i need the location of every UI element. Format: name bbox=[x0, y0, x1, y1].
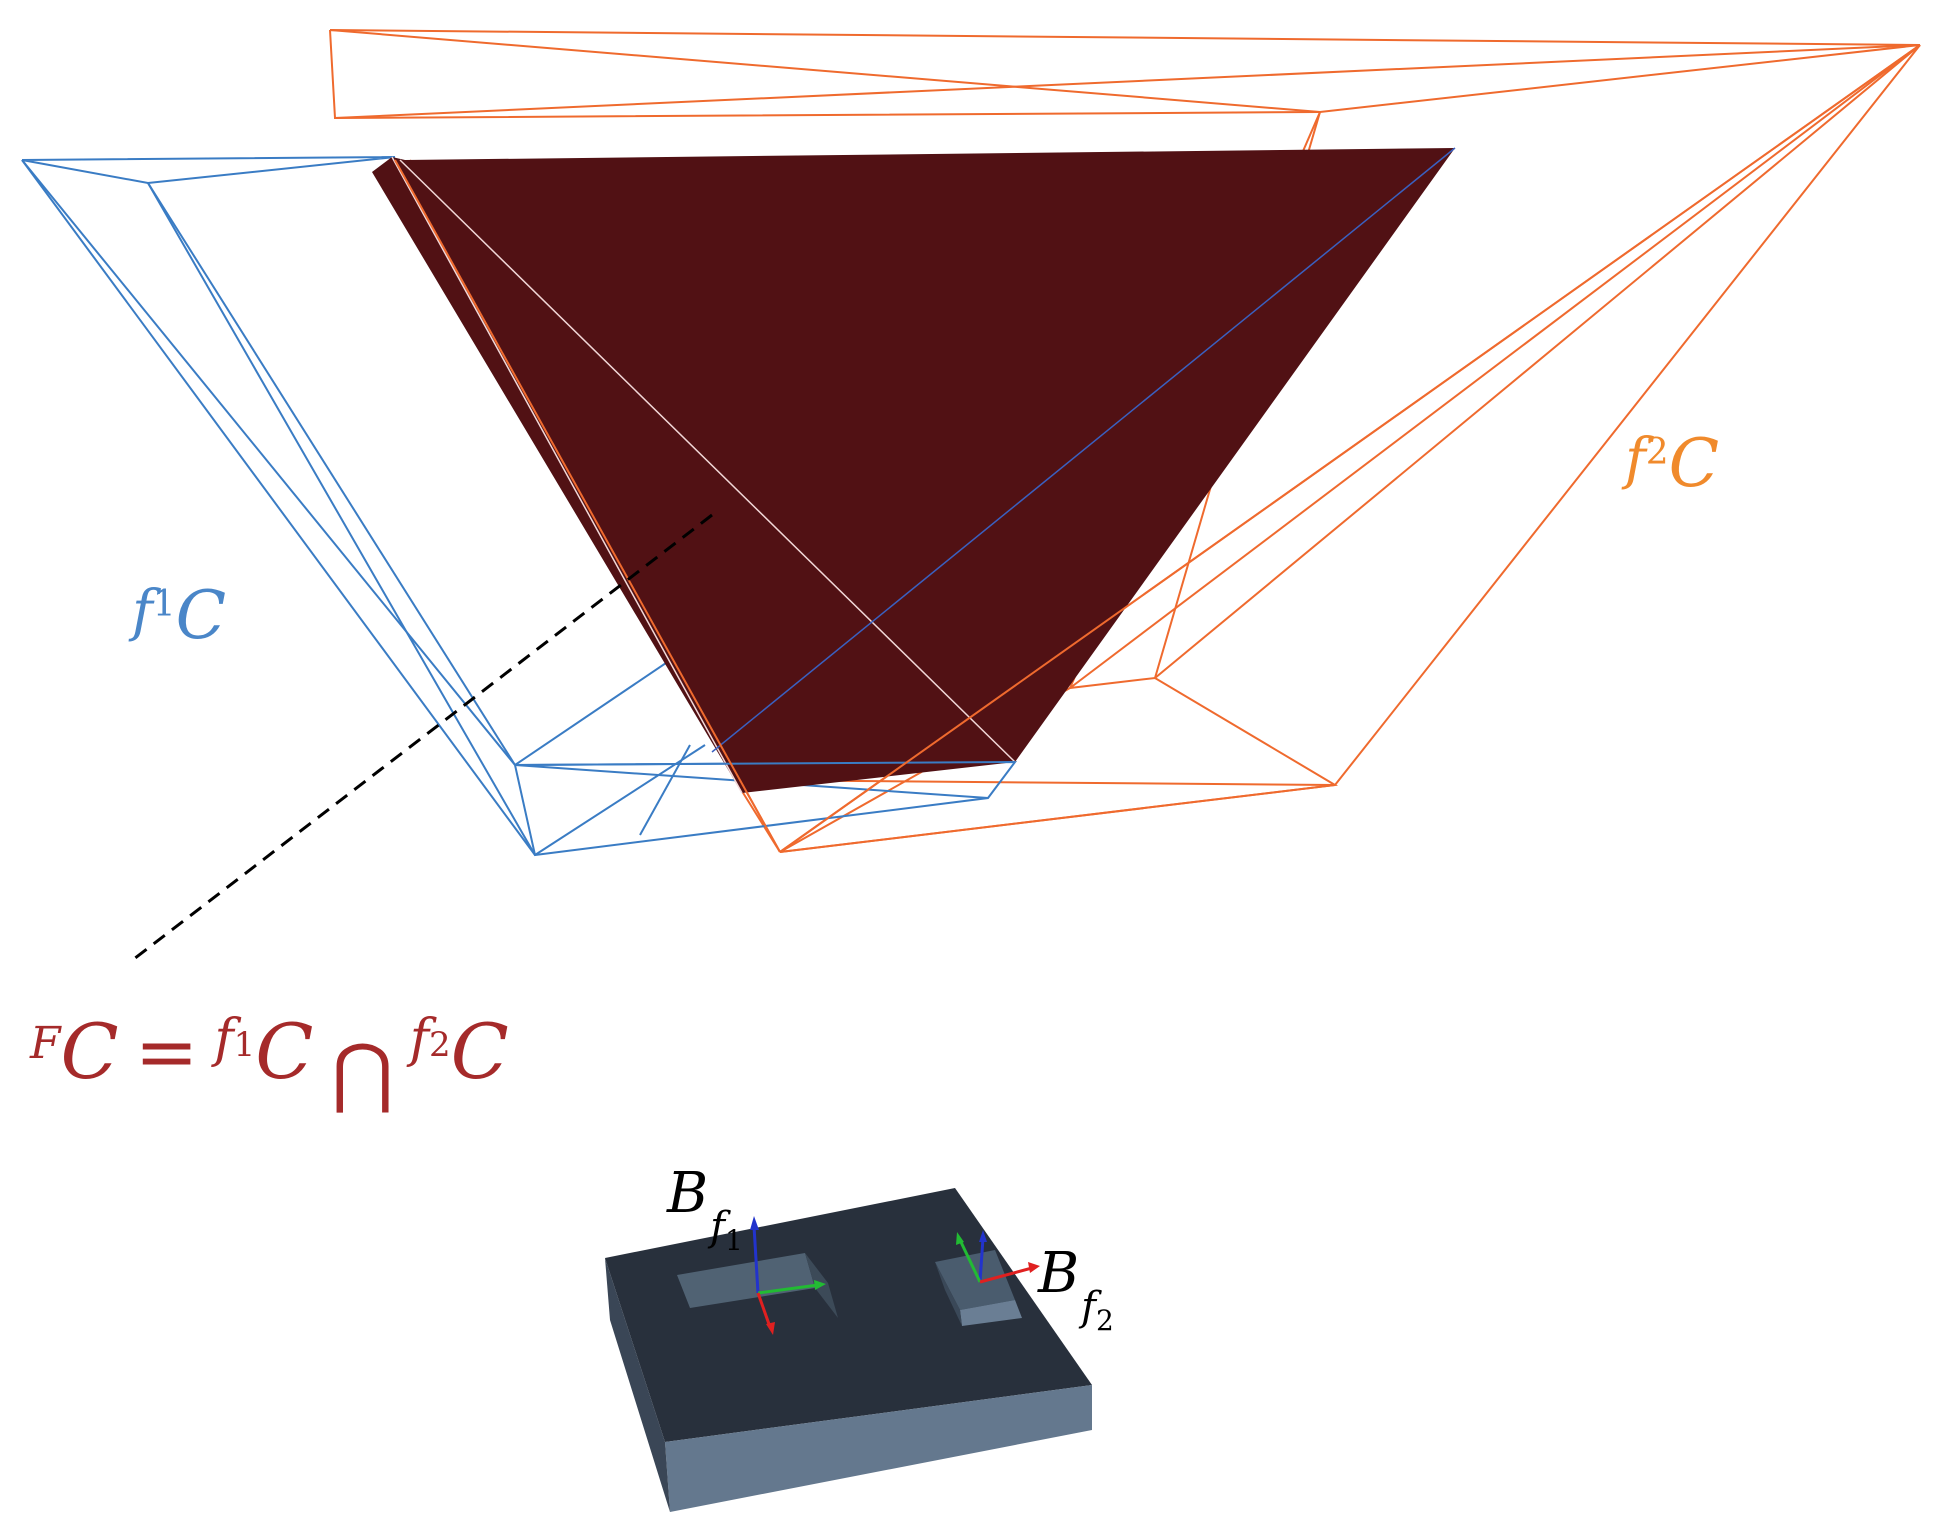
frame-f2-label: Bf2 bbox=[1037, 1241, 1114, 1337]
frame-f2-y-axis bbox=[958, 1239, 982, 1283]
frame-f2-axes bbox=[956, 1230, 1040, 1284]
f2-cone-edge bbox=[1334, 44, 1921, 786]
f2-cone-edge bbox=[779, 44, 1921, 853]
f2-cone-front-edges bbox=[394, 44, 1921, 853]
f2-cone-edge bbox=[329, 29, 1321, 113]
frame-f2-z-arrow bbox=[979, 1230, 987, 1242]
box-left-face bbox=[605, 1258, 670, 1512]
frame-f1-x-arrow bbox=[766, 1322, 775, 1335]
box-front-face bbox=[665, 1385, 1092, 1512]
f1-cone-front-edges bbox=[514, 761, 1016, 766]
frame-f1-x-axis bbox=[756, 1292, 772, 1328]
frame-f1-y-axis bbox=[757, 1283, 819, 1295]
f1-cone-label: f1C bbox=[128, 577, 226, 654]
intersection-cone-diagonal bbox=[711, 147, 1456, 753]
box-top-face bbox=[605, 1188, 1092, 1442]
intersection-cone-face bbox=[372, 148, 1455, 793]
frame-f2-y-arrow bbox=[956, 1232, 964, 1245]
f2-cone-edge bbox=[1154, 44, 1921, 679]
workpiece-box bbox=[605, 1188, 1092, 1512]
frame-f2-x-arrow bbox=[1028, 1262, 1040, 1273]
f1-cone-edge bbox=[514, 761, 1016, 766]
f1-cone-edge bbox=[147, 182, 516, 766]
intersection-cone-highlight bbox=[399, 159, 1016, 763]
f1-cone-edge bbox=[534, 744, 706, 856]
f1-cone-edge bbox=[21, 159, 536, 856]
intersection-cone bbox=[372, 147, 1456, 794]
f2-cone-top-edge bbox=[329, 29, 1921, 120]
f1-cone-edge bbox=[147, 182, 536, 856]
frame-f2-z-axis bbox=[978, 1237, 985, 1283]
f1-cone-edge bbox=[21, 159, 516, 766]
leader-line bbox=[129, 513, 713, 964]
f2-cone-edge bbox=[394, 159, 781, 853]
slot-feature-top bbox=[677, 1253, 815, 1308]
intersection-formula: FC=f1C⋂f2C bbox=[29, 1007, 509, 1116]
frame-f1-z-arrow bbox=[750, 1216, 759, 1230]
boss-feature-top bbox=[935, 1250, 1015, 1310]
frame-f2-x-axis bbox=[979, 1266, 1033, 1284]
intersection-cone-highlight bbox=[391, 156, 743, 794]
frame-f1-z-axis bbox=[752, 1225, 760, 1294]
f1-cone-edge bbox=[639, 744, 691, 836]
frame-f1-y-arrow bbox=[814, 1280, 826, 1290]
f2-cone-edge bbox=[1069, 44, 1921, 689]
frame-f1-axes bbox=[750, 1216, 826, 1335]
f2-cone-label: f2C bbox=[1621, 425, 1719, 502]
f1-cone-top-edge bbox=[21, 156, 396, 185]
frame-f1-label: Bf1 bbox=[666, 1161, 743, 1257]
f2-cone-edge bbox=[334, 44, 1921, 119]
f2-cone-edge bbox=[779, 784, 1336, 853]
boss-feature-side bbox=[935, 1262, 962, 1326]
boss-feature-front bbox=[960, 1300, 1022, 1326]
